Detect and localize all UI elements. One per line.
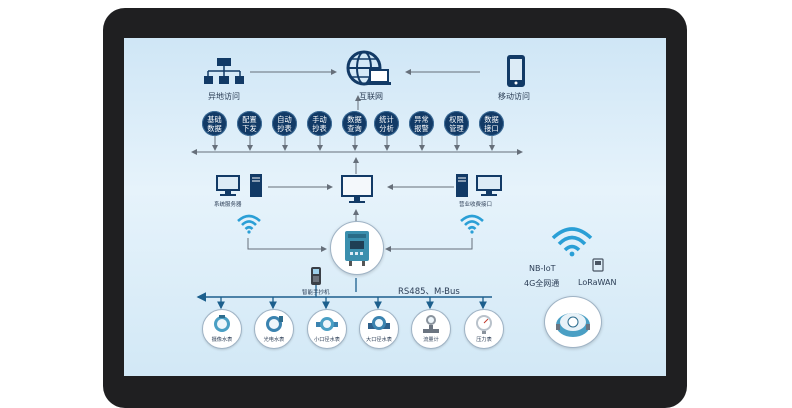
function-data-interface: 数据接口	[479, 111, 504, 136]
function-permission: 权限管理	[444, 111, 469, 136]
smart-meter-node	[544, 296, 602, 348]
wifi-right-icon	[460, 214, 484, 234]
concentrator-node	[330, 221, 384, 275]
handheld-reader-icon	[311, 267, 321, 285]
function-alarm: 异常报警	[409, 111, 434, 136]
pressure-gauge-icon	[476, 315, 492, 334]
function-data-query: 数据查询	[342, 111, 367, 136]
wifi-large-icon	[551, 227, 593, 257]
meter-photoelectric: 光电水表	[254, 309, 294, 349]
smart-meter-icon	[556, 313, 590, 337]
mobile-phone-icon	[507, 55, 525, 87]
photoelectric-meter-icon	[266, 316, 283, 332]
network-label: 4G全网通	[524, 279, 560, 288]
bus-label: RS485、M-Bus	[398, 287, 460, 297]
lora-module-icon	[592, 258, 604, 272]
meter-small-caliber: 小口径水表	[307, 309, 347, 349]
connection-lines	[191, 69, 523, 310]
function-statistics: 统计分析	[374, 111, 399, 136]
function-auto-reading: 自动抄表	[272, 111, 297, 136]
meter-camera: 摄像水表	[202, 309, 242, 349]
system-server-icon	[216, 174, 262, 197]
handheld-label: 智能手抄机	[302, 290, 330, 296]
system-server-label: 系统服务器	[214, 202, 242, 208]
network-topology-icon	[204, 58, 244, 84]
billing-interface-label: 营业收费接口	[459, 202, 493, 208]
central-monitor-icon	[341, 175, 373, 203]
function-basic-data: 基础数据	[202, 111, 227, 136]
concentrator-device-icon	[345, 231, 369, 266]
camera-meter-icon	[214, 315, 230, 332]
flowmeter-icon	[423, 315, 439, 333]
meter-large-caliber: 大口径水表	[359, 309, 399, 349]
diagram-screen: 异地访问 互联网 移动访问 基础数据 配置下发 自动抄表 手动抄表 数据查询 统…	[124, 38, 666, 376]
meter-pressure: 压力表	[464, 309, 504, 349]
function-config-dispatch: 配置下发	[237, 111, 262, 136]
meter-flowmeter: 流量计	[411, 309, 451, 349]
large-caliber-meter-icon	[368, 316, 390, 330]
nbiot-label: NB-IoT	[529, 264, 556, 273]
mobile-access-label: 移动访问	[498, 92, 530, 101]
internet-globe-icon	[346, 50, 391, 86]
wifi-left-icon	[237, 214, 261, 234]
lorawan-label: LoRaWAN	[578, 278, 617, 287]
function-manual-reading: 手动抄表	[307, 111, 332, 136]
small-caliber-meter-icon	[316, 317, 338, 331]
billing-server-icon	[456, 174, 502, 197]
remote-access-label: 异地访问	[208, 92, 240, 101]
internet-label: 互联网	[359, 92, 383, 101]
